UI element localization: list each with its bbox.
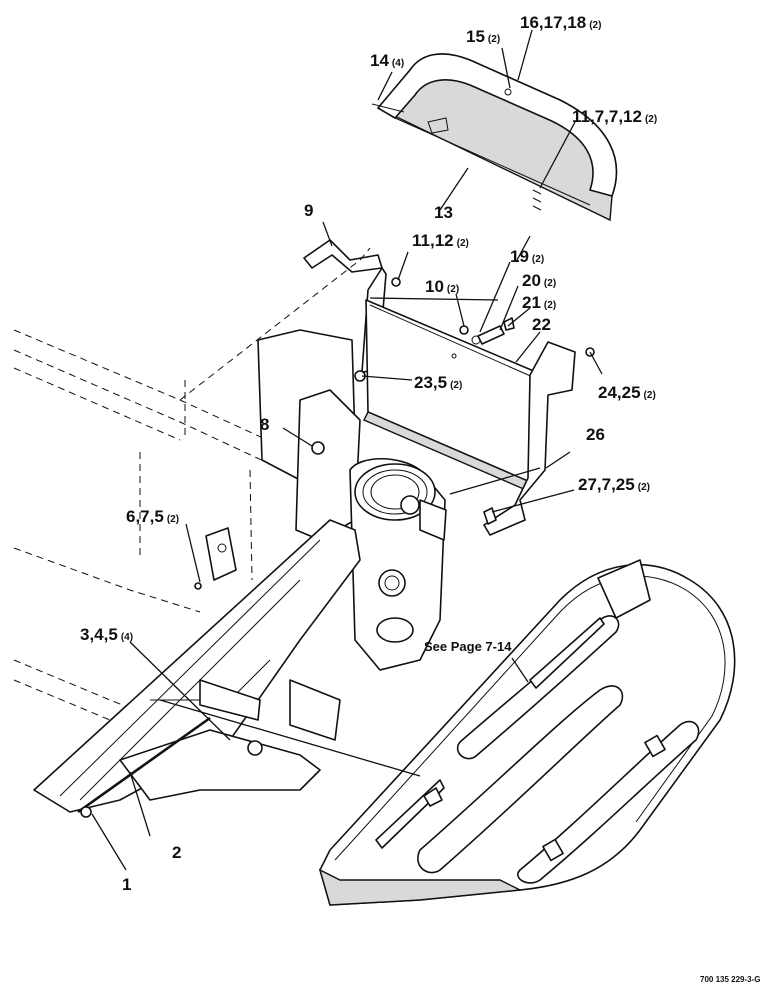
top-shield <box>371 53 618 222</box>
drive-housing <box>257 329 447 671</box>
callout-16-17-18: 16,17,18(2) <box>520 13 601 32</box>
see-page-reference: See Page 7-14 <box>424 639 512 654</box>
frame-arm <box>33 519 361 814</box>
callout-2: 2 <box>172 843 181 862</box>
callout-8: 8 <box>260 415 269 434</box>
callout-3-4-5: 3,4,5(4) <box>80 625 133 644</box>
callout-22: 22 <box>532 315 551 334</box>
callout-24-25: 24,25(2) <box>598 383 656 402</box>
callout-21: 21(2) <box>522 293 556 312</box>
leader-lines <box>91 29 603 871</box>
callout-19: 19(2) <box>510 247 544 266</box>
callout-6-7-5: 6,7,5(2) <box>126 507 179 526</box>
callout-23-5: 23,5(2) <box>414 373 462 392</box>
callout-15: 15(2) <box>466 27 500 46</box>
callout-9: 9 <box>304 201 313 220</box>
callout-20: 20(2) <box>522 271 556 290</box>
callouts: 14(4) 15(2) 16,17,18(2) 11,7,7,12(2) 13 … <box>80 13 657 894</box>
callout-13: 13 <box>434 203 453 222</box>
large-side-shield <box>318 559 736 906</box>
callout-11-12: 11,12(2) <box>412 231 469 250</box>
callout-14: 14(4) <box>370 51 404 70</box>
figure-number: 700 135 229-3-G <box>700 975 761 984</box>
callout-1: 1 <box>122 875 131 894</box>
callout-26: 26 <box>586 425 605 444</box>
bracket-26 <box>483 341 576 536</box>
callout-27-7-25: 27,7,25(2) <box>578 475 650 494</box>
callout-10: 10(2) <box>425 277 459 296</box>
callout-11-7-7-12: 11,7,7,12(2) <box>572 107 657 126</box>
bracket-6 <box>205 527 237 581</box>
